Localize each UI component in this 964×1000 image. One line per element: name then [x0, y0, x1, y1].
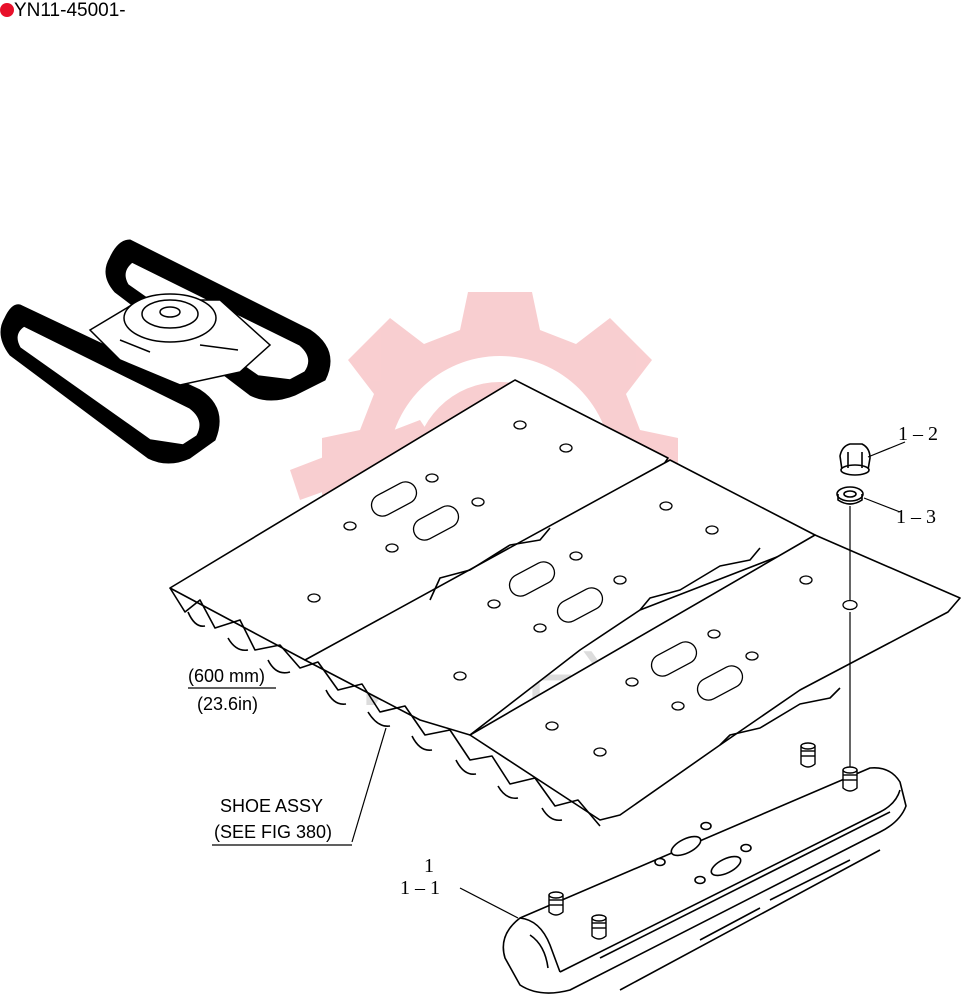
serial-number-text: YN11-45001- — [14, 0, 126, 21]
callout-shoe-qty: 1 — [424, 855, 434, 877]
shoe-width-mm-label: (600 mm) — [188, 666, 265, 686]
callout-washer: 1 – 3 — [896, 506, 936, 528]
callout-nut: 1 – 2 — [898, 423, 938, 445]
shoe-assy-label: SHOE ASSY — [220, 796, 323, 816]
shoe-assy-ref-label: (SEE FIG 380) — [214, 822, 332, 842]
serial-number: YN11-45001- — [0, 0, 126, 22]
track-shoe-assembly — [169, 379, 961, 827]
washer-part — [836, 486, 864, 505]
callout-shoe: 1 – 1 — [400, 877, 440, 899]
undercarriage-thumbnail — [0, 239, 331, 464]
serial-marker-icon — [0, 3, 14, 17]
nut-part — [839, 443, 871, 476]
track-frame — [88, 293, 272, 386]
shoe-width-in-label: (23.6in) — [197, 694, 258, 714]
single-track-shoe — [502, 742, 907, 994]
leader-lines — [351, 441, 906, 919]
middle-plate-holes — [453, 501, 719, 681]
front-plate-holes — [545, 575, 858, 757]
left-crawler-track — [0, 304, 220, 464]
shoe-bolts — [548, 742, 858, 940]
rear-plate-holes — [307, 420, 573, 603]
